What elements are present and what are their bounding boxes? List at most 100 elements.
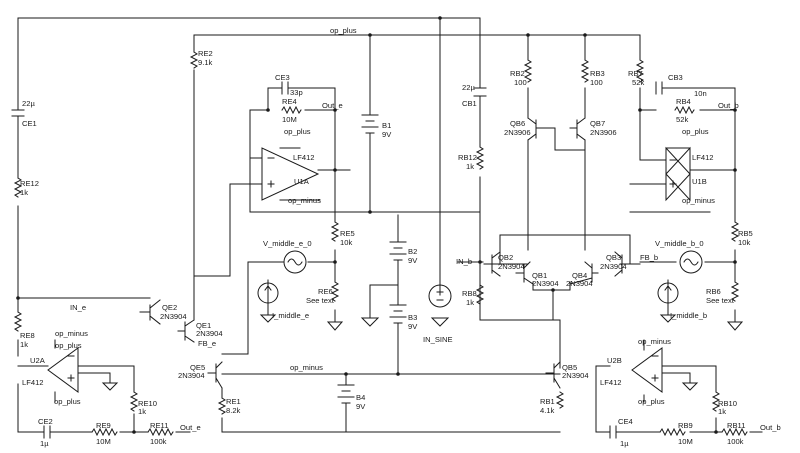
net-fb-b: FB_b [640,253,658,262]
net-fb-e: FB_e [198,339,216,348]
resistor-re10 [129,391,139,412]
transistor-qb7 [569,117,586,141]
svg-text:9V: 9V [356,402,366,411]
svg-text:B2: B2 [408,247,417,256]
svg-text:2N3904: 2N3904 [196,329,223,338]
svg-text:8.2k: 8.2k [226,406,241,415]
svg-text:100k: 100k [150,437,167,446]
resistor-rb5 [730,221,740,242]
svg-text:10k: 10k [738,238,750,247]
opamps [47,146,691,393]
resistor-re8 [13,311,23,332]
capacitor-ce4 [609,425,633,439]
svg-text:1k: 1k [718,407,726,416]
resistor-rb12 [475,146,485,170]
opamp-u2a [47,347,79,393]
svg-text:RB2: RB2 [510,69,525,78]
svg-text:B1: B1 [382,121,391,130]
svg-text:RB9: RB9 [678,421,693,430]
in-sine-label: IN_SINE [423,335,453,344]
svg-text:RE5: RE5 [340,229,355,238]
svg-text:RB8: RB8 [462,289,477,298]
svg-text:9.1k: 9.1k [198,58,213,67]
svg-text:4.1k: 4.1k [540,406,555,415]
svg-text:QB6: QB6 [510,119,525,128]
net-out-e-bottom: Out_e [180,423,201,432]
svg-text:CE2: CE2 [38,417,53,426]
resistor-re4 [281,105,302,115]
svg-text:U1A: U1A [294,177,310,186]
svg-text:10M: 10M [678,437,693,446]
svg-text:See text: See text [706,296,735,305]
svg-text:U1B: U1B [692,177,707,186]
capacitor-ce1 [11,109,25,127]
net-op-minus-e: op_minus [290,363,323,372]
opamp-u1a [261,147,320,201]
svg-text:RB5: RB5 [738,229,753,238]
svg-text:10M: 10M [282,115,297,124]
i-middle-e-label: I_middle_e [272,311,309,320]
svg-text:22µ: 22µ [22,99,35,108]
svg-text:RB6: RB6 [706,287,721,296]
transistor-qb6 [527,117,541,141]
svg-text:QB2: QB2 [498,253,513,262]
svg-text:2N3904: 2N3904 [600,262,627,271]
capacitor-cb3 [655,81,676,95]
net-op-plus-top: op_plus [330,26,357,35]
resistor-rb10 [711,391,721,412]
transistor-qb2 [483,251,501,277]
svg-text:LF412: LF412 [293,153,315,162]
svg-text:See text: See text [306,296,335,305]
transistor-qb5 [545,361,561,389]
svg-text:10M: 10M [96,437,111,446]
net-out-b-bottom: Out_b [760,423,781,432]
svg-text:52k: 52k [632,78,644,87]
svg-text:QB1: QB1 [532,271,547,280]
svg-text:RB12: RB12 [458,153,477,162]
svg-text:LF412: LF412 [22,378,44,387]
svg-text:RB4: RB4 [676,97,691,106]
i-middle-b-label: I_middle_b [670,311,707,320]
junctions [16,16,737,434]
resistor-re6 [330,281,340,302]
svg-text:1k: 1k [466,298,474,307]
capacitors [11,81,676,439]
battery-b1 [361,114,379,146]
grounds [101,314,744,391]
opamp-u2b [631,347,663,393]
transistor-qe5 [207,361,223,389]
svg-text:RB11: RB11 [727,421,745,430]
v-middle-b-label: V_middle_b_0 [655,239,704,248]
svg-text:CE1: CE1 [22,119,37,128]
svg-text:B3: B3 [408,313,417,322]
svg-text:CB3: CB3 [668,73,683,82]
svg-text:U2A: U2A [30,356,46,365]
svg-text:9V: 9V [408,256,418,265]
u1b-pos-label: op_plus [682,127,709,136]
svg-text:RE4: RE4 [282,97,297,106]
transistor-qb4 [569,261,599,285]
battery-b3 [389,304,407,331]
resistor-rb8 [475,284,485,305]
wires [17,17,763,433]
resistor-re2 [189,51,199,69]
svg-text:QB4: QB4 [572,271,587,280]
resistors [13,51,748,437]
svg-text:LF412: LF412 [600,378,622,387]
svg-text:LF412: LF412 [692,153,714,162]
capacitor-ce3 [281,81,301,95]
u2b-neg-label: op_minus [638,337,671,346]
battery-b2 [389,241,407,269]
svg-text:RE1: RE1 [226,397,241,406]
svg-text:1k: 1k [138,407,146,416]
u1a-neg-label: op_minus [288,196,321,205]
svg-text:RB3: RB3 [590,69,605,78]
v-middle-e-label: V_middle_e_0 [263,239,312,248]
u2b-pos-label: op_plus [638,397,665,406]
svg-text:2N3906: 2N3906 [504,128,531,137]
svg-text:U2B: U2B [607,356,622,365]
capacitor-cb1 [473,87,487,111]
resistor-re1 [217,397,227,415]
resistor-rb2 [523,59,533,83]
svg-text:CE3: CE3 [275,73,290,82]
